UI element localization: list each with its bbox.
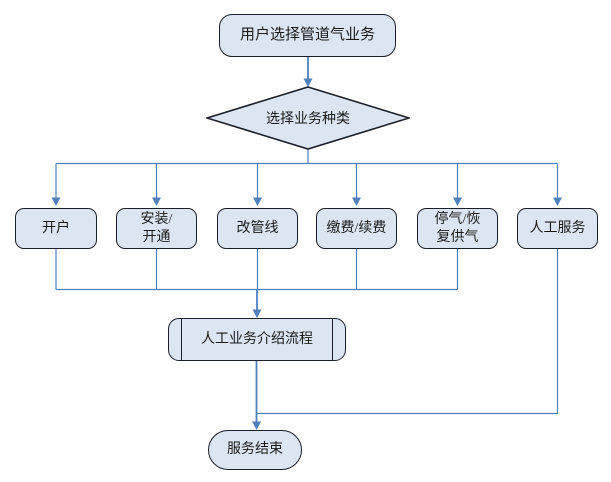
node-open-account: 开户 — [15, 208, 97, 249]
node-decision-label: 选择业务种类 — [266, 112, 350, 127]
node-intro-flow-predefined-process: 人工业务介绍流程 — [168, 318, 346, 361]
predefined-process-left-bar — [181, 319, 182, 360]
node-stop-resume-gas: 停气/恢 复供气 — [417, 208, 498, 249]
node-pay-renew-label: 缴费/续费 — [326, 220, 387, 236]
node-intro-flow-label: 人工业务介绍流程 — [201, 331, 313, 347]
node-end-terminator: 服务结束 — [208, 430, 302, 470]
node-start-label: 用户选择管道气业务 — [239, 27, 375, 44]
node-manual-service: 人工服务 — [517, 208, 598, 249]
node-change-pipeline: 改管线 — [217, 208, 298, 249]
node-install-activate-label: 安装/ 开通 — [140, 212, 173, 245]
node-pay-renew: 缴费/续费 — [316, 208, 397, 249]
diamond-shape — [206, 86, 410, 150]
node-manual-service-label: 人工服务 — [529, 220, 586, 236]
node-open-account-label: 开户 — [42, 220, 70, 236]
node-change-pipeline-label: 改管线 — [236, 220, 279, 236]
node-start-terminator: 用户选择管道气业务 — [219, 14, 396, 57]
node-install-activate: 安装/ 开通 — [116, 208, 197, 249]
predefined-process-right-bar — [332, 319, 333, 360]
node-end-label: 服务结束 — [227, 442, 283, 458]
node-decision-diamond: 选择业务种类 — [206, 86, 410, 150]
node-stop-resume-gas-label: 停气/恢 复供气 — [434, 212, 481, 245]
